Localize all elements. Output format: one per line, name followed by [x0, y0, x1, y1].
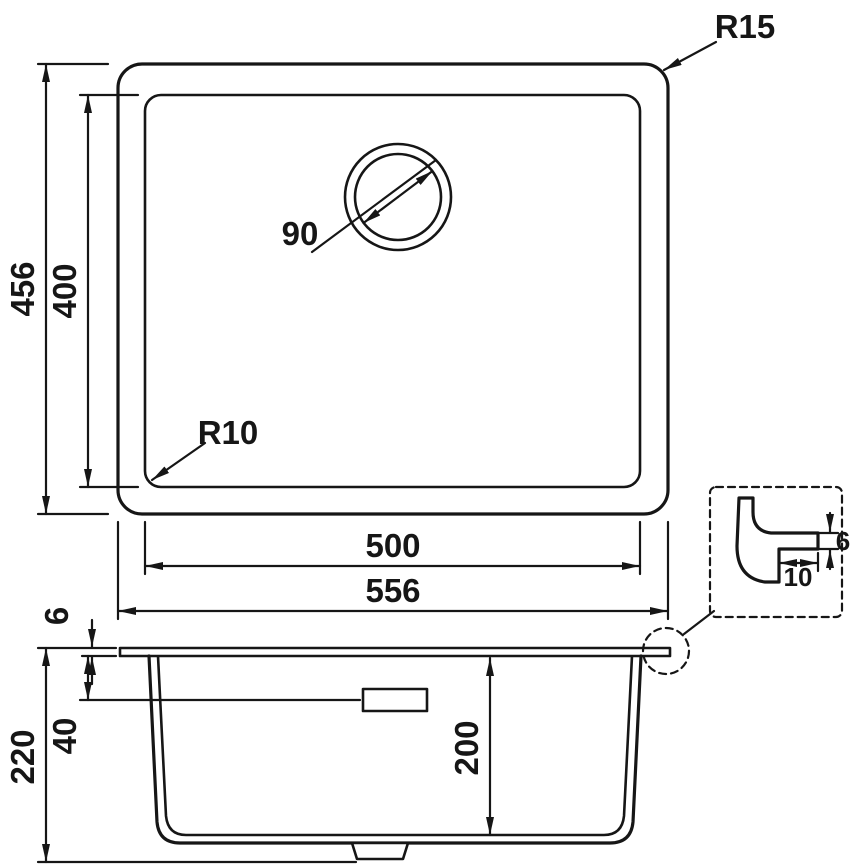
drain-diameter-arrow-up: [396, 169, 434, 199]
side-view: 6 220 40 200: [4, 607, 672, 864]
dim-bowl-depth-label: 200: [448, 720, 485, 775]
bowl-inner-outline: [143, 93, 642, 489]
dim-overflow-offset-label: 40: [46, 718, 83, 755]
drain-outer-circle: [343, 142, 453, 252]
drain-inner-circle: [353, 152, 443, 242]
detail-frame: [708, 485, 844, 619]
drain-diameter-line: [310, 158, 438, 254]
drain-diameter-arrow-down: [362, 195, 400, 225]
dim-outer-height-label: 456: [4, 261, 41, 316]
detail-view: 6 10: [641, 485, 850, 676]
dim-drain-diameter-label: 90: [282, 215, 319, 252]
top-view: 90 R15 R10 456 400 500 556: [4, 8, 776, 621]
dim-lip-width-label: 10: [784, 562, 813, 592]
dim-rim-thickness-label: 6: [38, 607, 75, 625]
dim-lip-thickness-label: 6: [836, 526, 850, 556]
dim-outer-radius-label: R15: [715, 8, 776, 45]
dim-total-depth-label: 220: [4, 729, 41, 784]
inner-radius-leader-line: [150, 441, 207, 482]
dim-outer-width-label: 556: [365, 572, 420, 609]
outer-radius-leader-line: [662, 40, 718, 72]
overflow-opening: [361, 687, 429, 713]
rim-section: [118, 646, 672, 658]
bowl-outer-wall: [147, 654, 643, 845]
dim-inner-width-label: 500: [365, 527, 420, 564]
bowl-inner-wall: [156, 655, 634, 837]
detail-connector-line: [682, 609, 716, 636]
sink-outer-outline: [116, 62, 670, 516]
dim-inner-height-label: 400: [46, 263, 83, 318]
dim-inner-radius-label: R10: [198, 414, 259, 451]
detail-reference-circle: [641, 626, 691, 676]
drain-boss: [350, 841, 410, 861]
